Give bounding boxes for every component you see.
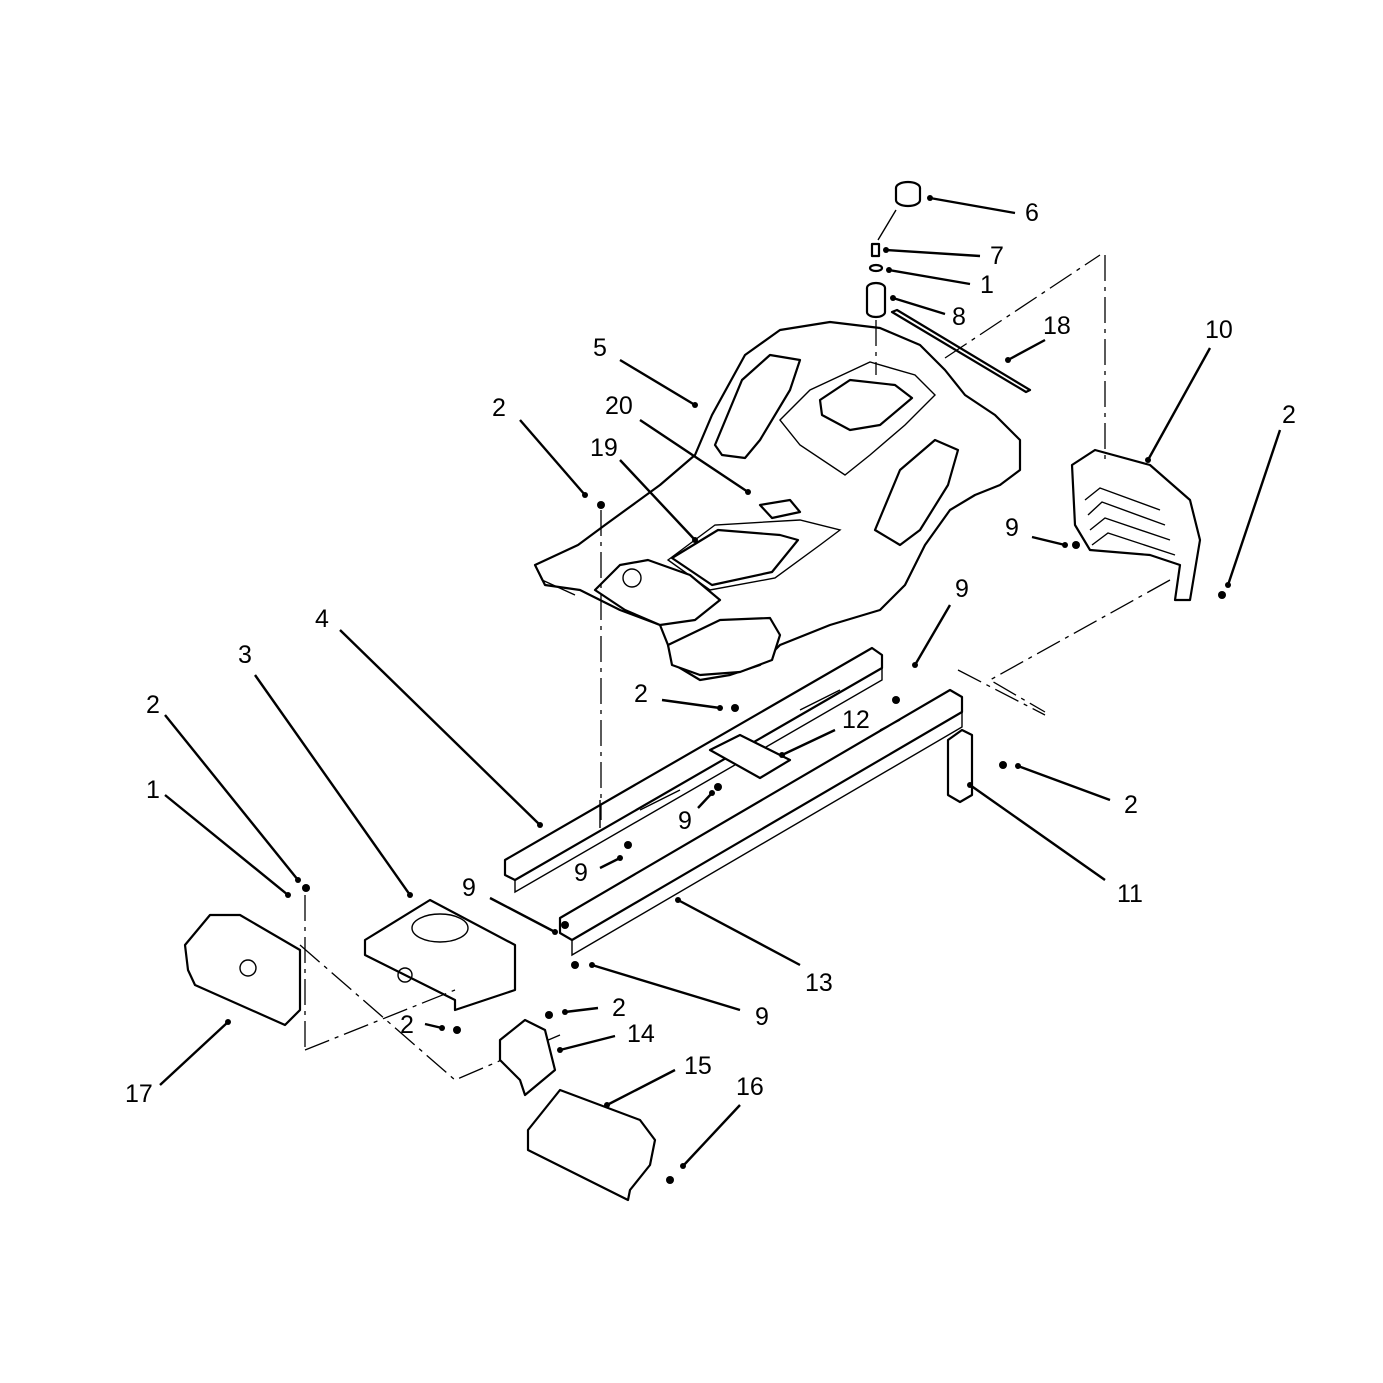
rod-part: [890, 308, 1032, 394]
callout-5: 5: [593, 334, 607, 362]
callout-20: 20: [605, 392, 633, 420]
bolt-part: [868, 242, 884, 273]
callout-1: 1: [146, 776, 160, 804]
callout-2: 2: [492, 394, 506, 422]
callout-2: 2: [612, 994, 626, 1022]
callout-2: 2: [1124, 791, 1138, 819]
frame-rails-part: [503, 510, 1046, 957]
callout-9: 9: [1005, 514, 1019, 542]
callout-9: 9: [678, 807, 692, 835]
fender-panel-part: [944, 254, 1202, 602]
callout-14: 14: [627, 1020, 655, 1048]
front-bumper-part: [183, 895, 561, 1081]
callout-7: 7: [990, 242, 1004, 270]
bracket-part: [946, 728, 974, 804]
callout-17: 17: [125, 1080, 153, 1108]
callout-9: 9: [755, 1003, 769, 1031]
callout-18: 18: [1043, 312, 1071, 340]
callout-2: 2: [634, 680, 648, 708]
callout-6: 6: [1025, 199, 1039, 227]
callout-9: 9: [462, 874, 476, 902]
hardware-dots: [302, 501, 1226, 1184]
callout-13: 13: [805, 969, 833, 997]
callout-9: 9: [955, 575, 969, 603]
callout-9: 9: [574, 859, 588, 887]
callout-1: 1: [980, 271, 994, 299]
mounting-plate-part: [363, 898, 517, 1012]
callout-11: 11: [1117, 880, 1143, 908]
callout-15: 15: [684, 1052, 712, 1080]
callout-10: 10: [1205, 316, 1233, 344]
bracket-14-part: [498, 1018, 557, 1097]
callout-labels: 6 7 1 8 18 10 2 5 2 20 19 9 9 4 3 2 12 2…: [125, 199, 1296, 1108]
callout-2: 2: [400, 1011, 414, 1039]
seat-pan-part: [533, 320, 1022, 682]
callout-12: 12: [842, 706, 870, 734]
callout-2: 2: [146, 691, 160, 719]
callout-19: 19: [590, 434, 618, 462]
rear-assembly-line: [988, 579, 1171, 713]
callout-16: 16: [736, 1073, 764, 1101]
callout-3: 3: [238, 641, 252, 669]
cap-part: [877, 180, 922, 241]
leader-lines: [159, 195, 1282, 1169]
spacer-part: [865, 281, 887, 375]
callout-2: 2: [1282, 401, 1296, 429]
cover-15-part: [526, 1088, 657, 1202]
callout-4: 4: [315, 605, 329, 633]
callout-8: 8: [952, 303, 966, 331]
